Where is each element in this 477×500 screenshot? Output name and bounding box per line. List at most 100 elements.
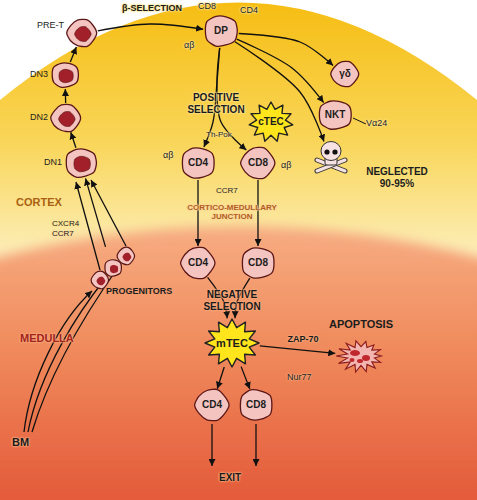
annotation-label: Nur77 — [287, 372, 312, 382]
annotation-label: αβ — [184, 40, 194, 50]
cell-name: CD8 — [240, 146, 276, 180]
epithelial-cell: mTEC — [204, 318, 260, 368]
leader-line — [353, 118, 366, 124]
migration-arrow — [24, 291, 92, 432]
cell-label: DN1 — [32, 157, 62, 167]
arrow-connector — [71, 132, 76, 147]
cell-name: CD4 — [180, 246, 216, 280]
cell-membrane — [51, 104, 81, 131]
edge-label: β-SELECTION — [112, 3, 192, 13]
thymocyte-cell: CD8 — [240, 246, 276, 280]
annotation-label: NEGATIVE SELECTION — [183, 289, 281, 312]
node-outline — [66, 18, 98, 48]
skull-eye — [324, 149, 329, 154]
thymocyte-cell: CD4 — [194, 388, 230, 422]
node-outline — [64, 147, 98, 179]
annotation-label: BM — [12, 436, 29, 449]
arrow-connector — [98, 24, 203, 31]
node-outline — [335, 338, 387, 374]
cell-fragment — [350, 350, 360, 356]
apoptotic-cell — [336, 341, 381, 372]
epithelial-cell — [205, 319, 259, 367]
exit-arrow — [255, 424, 256, 466]
cell-label: DN2 — [18, 112, 48, 122]
cell-membrane — [67, 19, 97, 46]
annotation-label: CD8 — [198, 1, 216, 11]
cell-nucleus — [75, 26, 92, 41]
thymocyte-cell: DN2 — [50, 103, 82, 133]
cell-nucleus — [59, 69, 73, 82]
arrow-connector — [241, 367, 250, 389]
arrow-connector — [86, 178, 106, 246]
annotation-label: Th-Pok — [206, 130, 232, 139]
arrow-connector — [257, 180, 258, 246]
progenitor-cell — [105, 260, 121, 277]
annotation-label: POSITIVE SELECTION — [168, 92, 264, 115]
thymocyte-cell: CD4 — [180, 246, 216, 280]
node-outline — [314, 140, 348, 172]
cell-label: PROGENITORS — [106, 286, 196, 296]
thymocyte-cell: DP — [203, 14, 239, 48]
exit-arrow — [211, 424, 212, 466]
arrow-connector — [239, 33, 333, 65]
cell-membrane — [66, 149, 96, 177]
thymocyte-cell: DN3 — [50, 61, 80, 89]
cell-name: CD4 — [194, 388, 230, 422]
cell-membrane — [52, 63, 78, 87]
thymocyte-cell: NKT — [317, 99, 353, 131]
progenitor-group: PROGENITORS — [88, 246, 136, 292]
cell-fragment — [357, 359, 363, 363]
annotation-label: EXIT — [219, 472, 241, 484]
node-outline — [50, 61, 80, 89]
migration-arrow — [91, 180, 126, 246]
cell-label: NEGLECTED 90-95% — [360, 166, 434, 189]
thymocyte-cell: DN1 — [64, 147, 98, 179]
thymocyte-cell: CD8 — [238, 388, 274, 422]
annotation-label: CORTICO-MEDULLARY JUNCTION — [170, 203, 294, 221]
cell-fragment — [350, 358, 355, 362]
arrow-connector — [260, 346, 335, 354]
thymocyte-cell: PRE-T — [66, 18, 98, 48]
migration-arrow — [32, 266, 119, 432]
thymocyte-cell: CD8 — [240, 146, 276, 180]
cell-fragment — [362, 355, 370, 361]
node-outline — [88, 246, 136, 292]
death-symbol: NEGLECTED 90-95% — [314, 140, 348, 172]
cell-label: DN3 — [18, 69, 48, 79]
thymocyte-cell: γδ — [330, 60, 360, 88]
annotation-label: CD4 — [240, 5, 258, 15]
annotation-label: Vα24 — [366, 118, 387, 128]
node-outline — [50, 103, 82, 133]
skull-cranium — [321, 142, 341, 161]
thymocyte-cell: CD4 — [180, 146, 216, 180]
cell-name: mTEC — [204, 318, 260, 368]
annotation-label: αβ — [163, 150, 173, 160]
epithelial-cell: cTEC — [248, 101, 294, 143]
cell-name: γδ — [330, 60, 360, 88]
annotation-label: CXCR4 — [52, 219, 79, 228]
arrow-connector — [217, 367, 224, 389]
medulla-region — [0, 226, 477, 500]
cell-name: cTEC — [248, 101, 294, 143]
cell-name: CD8 — [238, 388, 274, 422]
skull-eye — [332, 149, 337, 154]
cell-name: NKT — [317, 99, 353, 131]
annotation-label: MEDULLA — [20, 332, 74, 345]
cell-name: CD4 — [180, 146, 216, 180]
migration-arrow — [76, 182, 100, 270]
cell-name: CD8 — [240, 246, 276, 280]
cell-label: APOPTOSIS — [321, 318, 401, 331]
progenitor-cell — [117, 247, 135, 264]
annotation-label: CCR7 — [216, 186, 238, 195]
cell-nucleus — [110, 265, 118, 273]
annotation-label: CORTEX — [16, 196, 62, 209]
annotation-label: αβ — [281, 160, 291, 170]
annotation-label: CCR7 — [52, 229, 74, 238]
cell-nucleus — [59, 111, 76, 126]
apoptotic-cell: APOPTOSIS — [335, 338, 387, 374]
cell-nucleus — [74, 156, 90, 171]
cell-label: PRE-T — [30, 20, 64, 30]
arrow-connector — [197, 180, 198, 246]
